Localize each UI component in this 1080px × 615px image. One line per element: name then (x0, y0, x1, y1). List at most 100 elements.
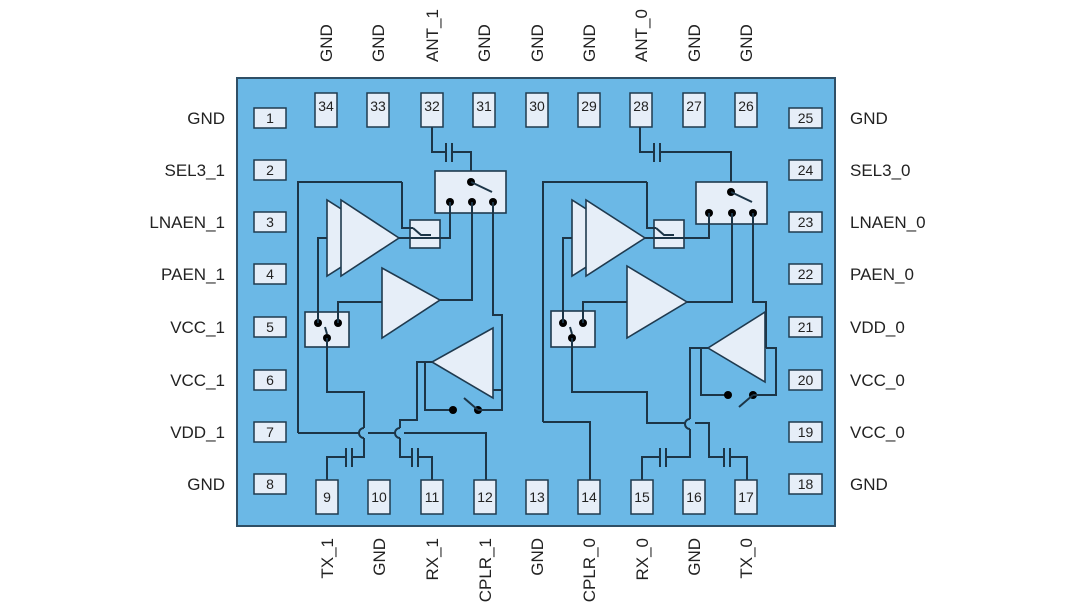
pin-label: PAEN_0 (850, 265, 914, 284)
pin-11: 11 (420, 479, 444, 515)
pin-4: 4 (253, 263, 287, 285)
pin-label: SEL3_0 (850, 161, 911, 180)
pin-pad (630, 479, 654, 515)
pin-number: 25 (798, 110, 814, 126)
pin-label: RX_0 (633, 538, 652, 581)
pin-number: 18 (798, 476, 814, 492)
pin-pad (734, 92, 758, 128)
pin-label: GND (685, 538, 704, 576)
pin-number: 29 (581, 98, 597, 114)
pin-label: GND (369, 24, 388, 62)
pin-pad (734, 479, 758, 515)
pin-number: 30 (529, 98, 545, 114)
pin-number: 15 (634, 489, 650, 505)
pin-pad (788, 473, 823, 495)
pin-number: 26 (738, 98, 754, 114)
pin-number: 16 (686, 489, 702, 505)
pin-number: 9 (323, 489, 331, 505)
pin-label: VCC_0 (850, 423, 905, 442)
pin-pad (420, 92, 444, 128)
pin-number: 17 (738, 489, 754, 505)
pin-9: 9 (315, 479, 339, 515)
pin-label: SEL3_1 (165, 161, 226, 180)
pin-label: GND (685, 24, 704, 62)
pin-pad (682, 479, 706, 515)
pin-label: RX_1 (423, 538, 442, 581)
pin-pad (788, 369, 823, 391)
pin-label: PAEN_1 (161, 265, 225, 284)
pin-8: 8 (253, 473, 287, 495)
pin-label: VDD_1 (170, 423, 225, 442)
pin-17: 17 (734, 479, 758, 515)
pin-number: 11 (425, 489, 440, 505)
pin-14: 14 (577, 479, 601, 515)
pin-number: 27 (686, 98, 702, 114)
pin-pad (314, 92, 338, 128)
pin-label: GND (850, 109, 888, 128)
pin-label: VCC_0 (850, 371, 905, 390)
pin-pad (253, 369, 287, 391)
pin-number: 12 (477, 489, 493, 505)
pin-number: 34 (318, 98, 334, 114)
pin-10: 10 (367, 479, 391, 515)
pin-23: 23 (788, 211, 823, 233)
pin-pad (253, 421, 287, 443)
pin-number: 1 (266, 110, 274, 126)
pin-pad (420, 479, 444, 515)
pin-number: 22 (798, 266, 814, 282)
coupler-amplifier-0 (706, 310, 766, 384)
pin-label: GND (580, 24, 599, 62)
pin-label: VCC_1 (170, 371, 225, 390)
pin-number: 4 (266, 266, 274, 282)
pin-pad (315, 479, 339, 515)
pin-24: 24 (788, 159, 823, 181)
pin-number: 3 (266, 214, 274, 230)
pin-26: 26 (734, 92, 758, 128)
pin-pad (367, 479, 391, 515)
pin-pad (366, 92, 390, 128)
channel-1-circuit (297, 127, 507, 484)
pin-pad (253, 159, 287, 181)
pin-number: 20 (798, 372, 814, 388)
pin-16: 16 (682, 479, 706, 515)
pin-5: 5 (253, 316, 287, 338)
pin-pad (525, 92, 549, 128)
pin-number: 33 (370, 98, 386, 114)
pin-pad (788, 421, 823, 443)
pin-pad (682, 92, 706, 128)
pin-pad (577, 479, 601, 515)
pin-pad (253, 316, 287, 338)
pin-label: GND (317, 24, 336, 62)
pin-pad (788, 159, 823, 181)
pin-pad (525, 479, 549, 515)
pin-number: 23 (798, 214, 814, 230)
pin-number: 10 (371, 489, 387, 505)
pin-31: 31 (472, 92, 496, 128)
pin-21: 21 (788, 316, 823, 338)
pin-number: 7 (266, 424, 274, 440)
coupler-amplifier-1 (430, 326, 494, 400)
pin-pad (629, 92, 653, 128)
antenna-switch-1 (434, 170, 507, 214)
pin-label: ANT_1 (423, 9, 442, 62)
pin-number: 8 (266, 476, 274, 492)
pin-label: GND (475, 24, 494, 62)
pin-1: 1 (253, 107, 287, 129)
pin-number: 19 (798, 424, 814, 440)
pin-15: 15 (630, 479, 654, 515)
pin-2: 2 (253, 159, 287, 181)
pin-7: 7 (253, 421, 287, 443)
pin-28: 28 (629, 92, 653, 128)
pin-number: 13 (529, 489, 545, 505)
pin-pad (253, 473, 287, 495)
pin-pad (472, 92, 496, 128)
pin-pad (788, 211, 823, 233)
pin-20: 20 (788, 369, 823, 391)
pin-number: 21 (798, 319, 814, 335)
pin-label: CPLR_1 (476, 538, 495, 602)
pin-pad (577, 92, 601, 128)
pin-number: 14 (581, 489, 597, 505)
pin-number: 2 (266, 162, 274, 178)
pin-label: TX_0 (737, 538, 756, 579)
